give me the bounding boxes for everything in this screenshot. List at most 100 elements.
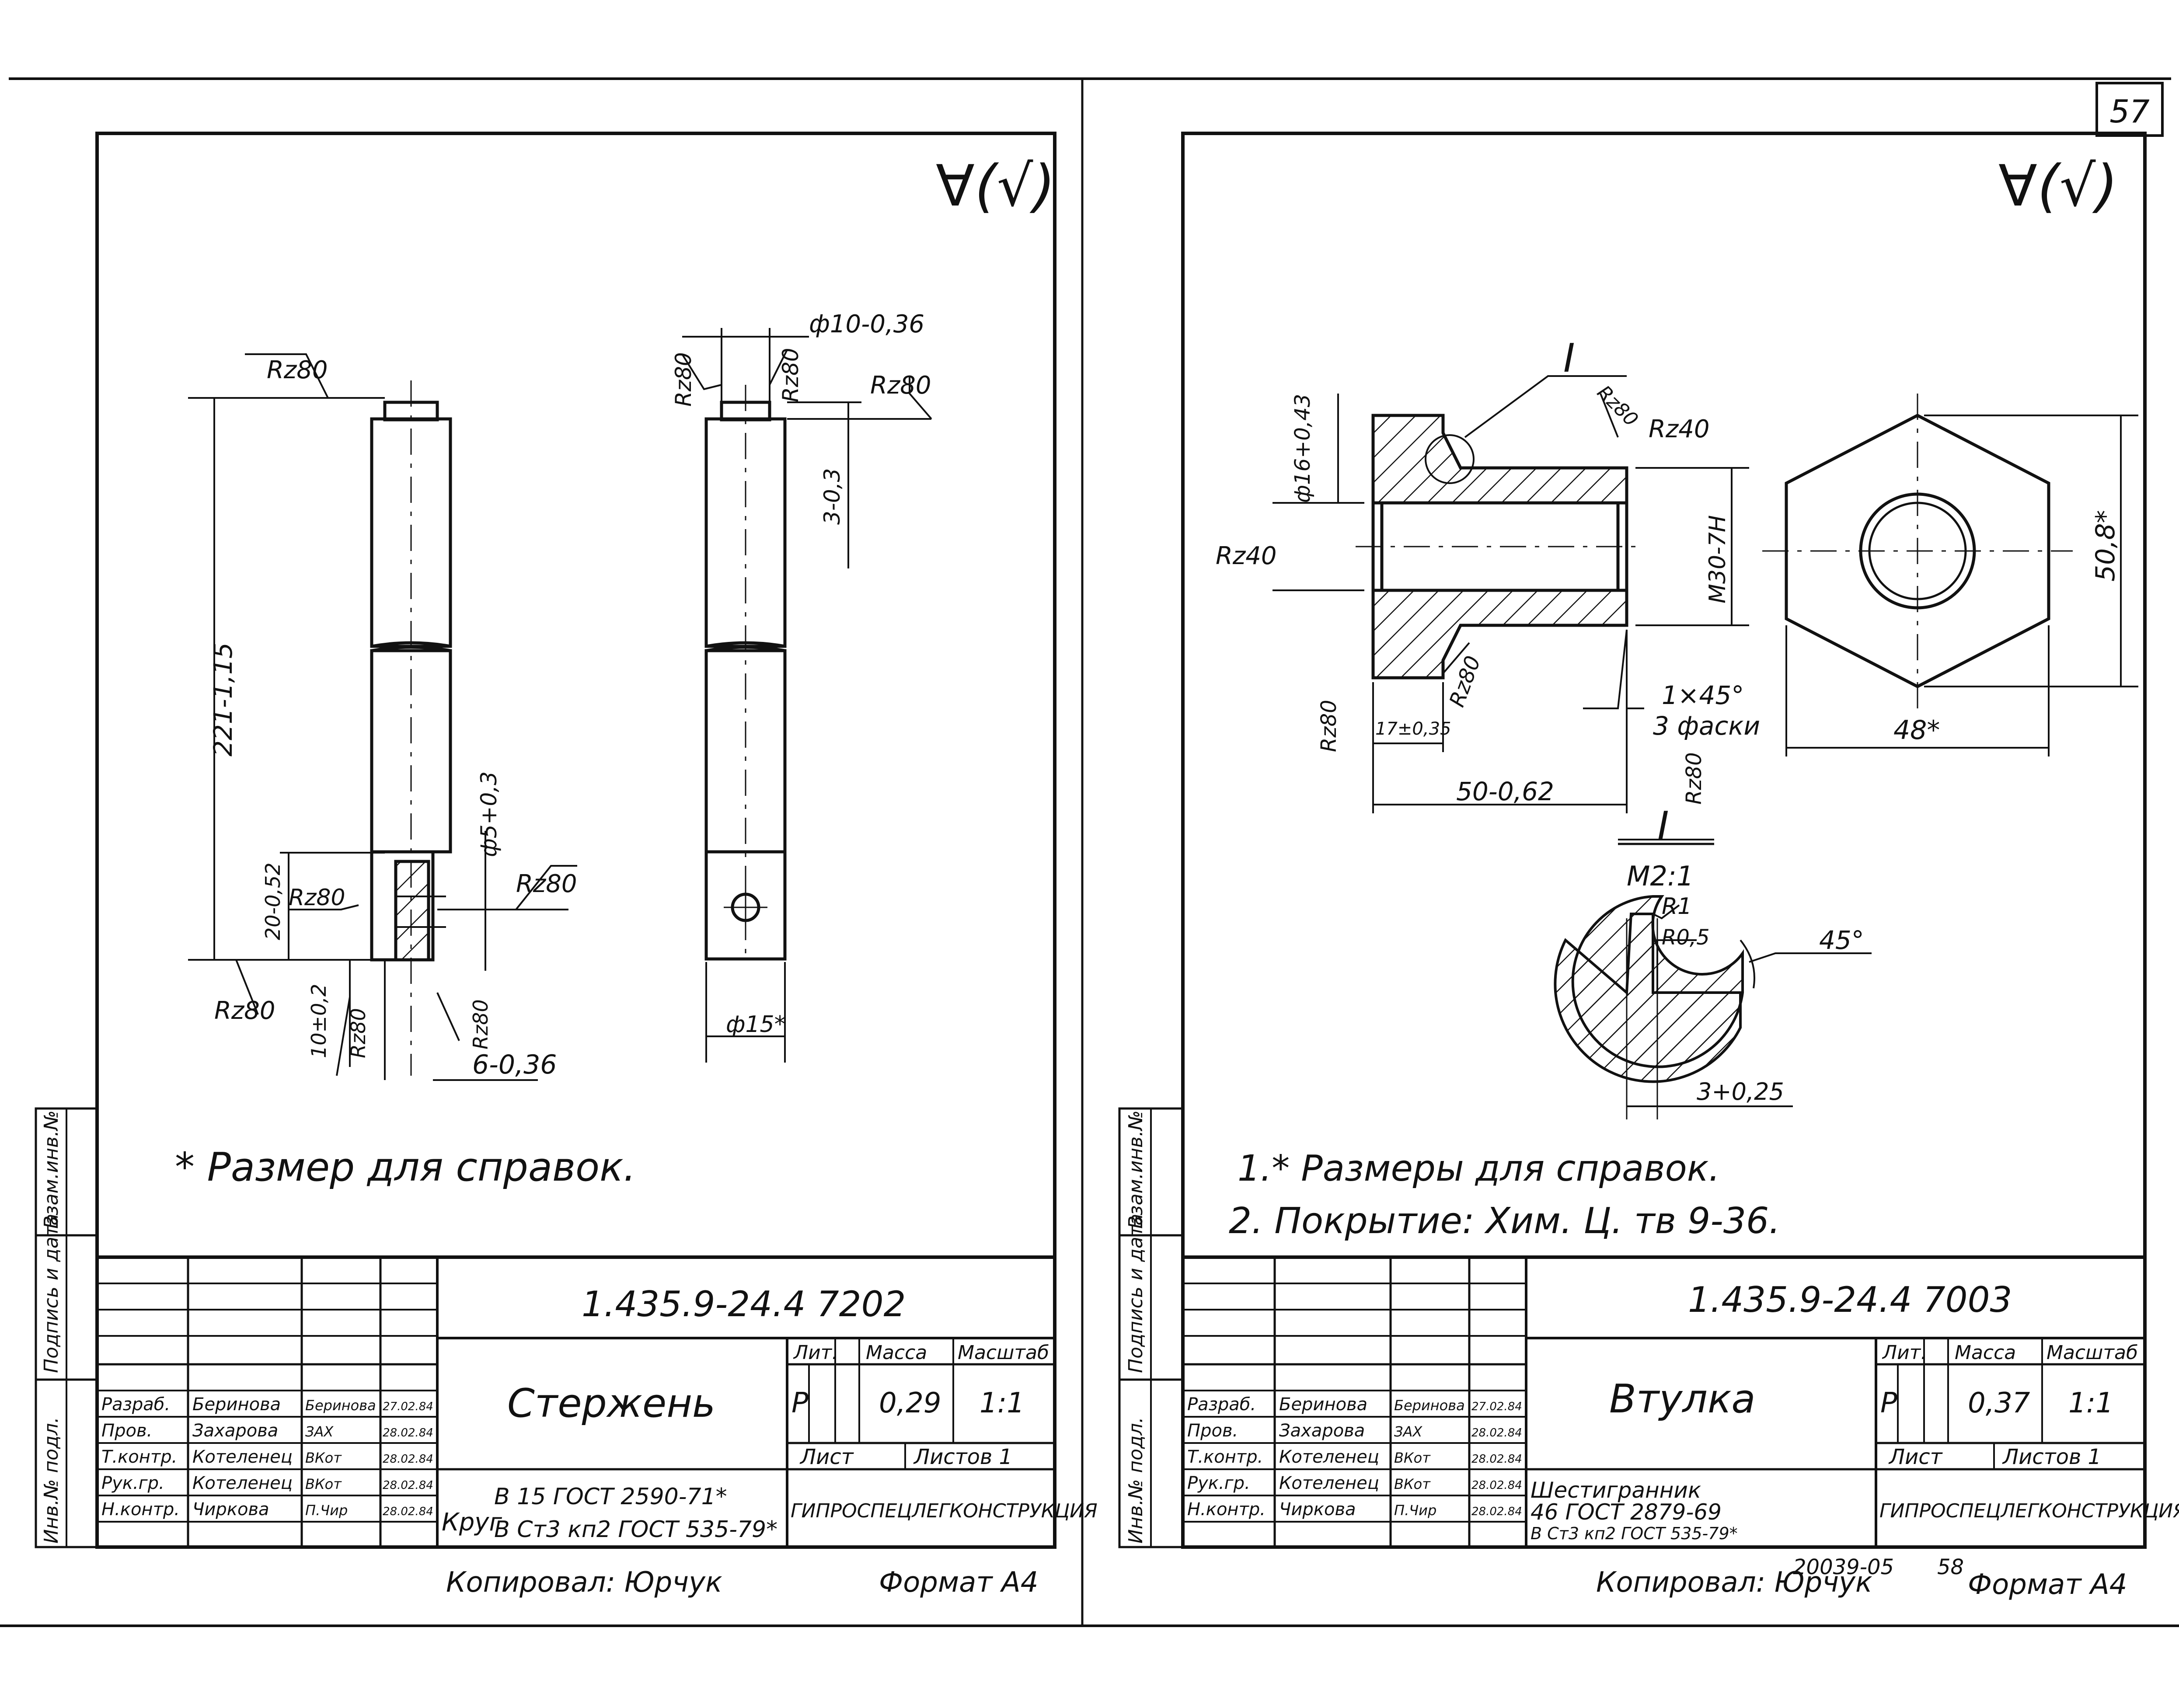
right-row-role-3: Рук.гр.: [1187, 1473, 1250, 1493]
left-row-role-1: Пров.: [101, 1421, 152, 1441]
left-row-name-4: Чиркова: [192, 1499, 269, 1520]
left-col-lit: Лит.: [793, 1342, 838, 1364]
left-mass-value: 0,29: [879, 1387, 941, 1419]
left-part-name: Стержень: [507, 1380, 715, 1426]
scan-footer-page: 58: [1937, 1555, 1964, 1579]
left-title-block: [95, 1255, 1056, 1549]
left-side-label-2: Подпись и дата: [40, 1214, 63, 1373]
left-col-mass: Масса: [866, 1342, 927, 1364]
left-sheet: Взам.инв.№ Подпись и дата Инв.№ подл. ∀(…: [35, 132, 1098, 1599]
left-row-sign-3: ВКот: [305, 1476, 342, 1492]
left-row-role-2: Т.контр.: [101, 1447, 177, 1467]
dim-width-48: 48*: [1893, 715, 1940, 746]
dim-section-mark: I: [1563, 335, 1575, 381]
right-row-date-3: 28.02.84: [1471, 1479, 1522, 1492]
left-row-role-3: Рук.гр.: [101, 1473, 164, 1493]
dim-rz80-b1: Rz80: [346, 1008, 370, 1058]
dim-width-6: 6-0,36: [472, 1049, 557, 1080]
left-signature-rows: Разраб. Беринова Беринова 27.02.84 Пров.…: [101, 1394, 433, 1520]
page-number-box: [2095, 82, 2164, 137]
dim-rz80-left: Rz80: [1317, 700, 1341, 752]
right-lit-value: Р: [1880, 1387, 1897, 1419]
left-row-role-0: Разраб.: [101, 1394, 170, 1415]
right-row-sign-2: ВКот: [1394, 1450, 1431, 1466]
dim-dia-15: ф15*: [726, 1011, 786, 1038]
dim-thread: М30-7Н: [1705, 515, 1731, 603]
right-sheet-label: Лист: [1888, 1445, 1943, 1469]
dim-rz80-lower: Rz80: [289, 885, 345, 911]
dim-dia-5: ф5+0,3: [476, 771, 502, 857]
dim-rz80-top: Rz80: [267, 356, 328, 384]
left-material-2: В Ст3 кп2 ГОСТ 535-79*: [494, 1516, 777, 1543]
right-format: Формат А4: [1968, 1569, 2127, 1601]
left-lit-value: Р: [791, 1387, 809, 1419]
right-row-name-4: Чиркова: [1279, 1499, 1356, 1520]
sleeve-end-view: [1762, 394, 2138, 756]
right-row-role-2: Т.контр.: [1187, 1447, 1263, 1467]
right-sheet: Взам.инв.№ Подпись и дата Инв.№ подл. ∀(…: [1118, 132, 2179, 1601]
left-org: ГИПРОСПЕЦЛЕГКОНСТРУКЦИЯ: [791, 1500, 1098, 1522]
dim-chamfer-1: 1×45°: [1662, 680, 1744, 710]
page-number: 57: [2109, 93, 2150, 130]
left-side-label-1: Взам.инв.№: [40, 1110, 63, 1229]
right-sheets-label: Листов 1: [2002, 1445, 2101, 1469]
dim-detail-scale: М2:1: [1627, 860, 1694, 892]
dim-len-3: 3-0,3: [819, 468, 845, 525]
right-row-sign-0: Беринова: [1394, 1397, 1465, 1414]
right-doc-code: 1.435.9-24.4 7003: [1688, 1279, 2012, 1320]
right-row-role-1: Пров.: [1187, 1421, 1238, 1441]
right-mass-value: 0,37: [1968, 1387, 2030, 1419]
left-row-date-2: 28.02.84: [383, 1453, 433, 1466]
dim-rz80-c: Rz80: [1445, 653, 1486, 711]
dim-rz40-a: Rz40: [1649, 415, 1710, 443]
left-scale-value: 1:1: [980, 1387, 1025, 1419]
rod-side-view: [704, 385, 787, 962]
right-note-1: 1.* Размеры для справок.: [1238, 1148, 1720, 1189]
right-row-name-0: Беринова: [1279, 1394, 1367, 1415]
left-row-name-1: Захарова: [192, 1421, 278, 1441]
dim-rz80-left-bottom: Rz80: [214, 997, 275, 1025]
left-sheets-label: Листов 1: [913, 1445, 1012, 1469]
right-org: ГИПРОСПЕЦЛЕГКОНСТРУКЦИЯ: [1879, 1500, 2179, 1522]
left-row-date-3: 28.02.84: [383, 1479, 433, 1492]
dim-rz80-mid: Rz80: [516, 870, 577, 898]
right-side-label-1: Взам.инв.№: [1125, 1110, 1147, 1229]
right-note-2: 2. Покрытие: Хим. Ц. тв 9-36.: [1229, 1200, 1780, 1242]
right-row-date-2: 28.02.84: [1471, 1453, 1522, 1466]
rod-front-view: [370, 380, 452, 1076]
right-row-role-0: Разраб.: [1187, 1394, 1256, 1415]
left-sheet-label: Лист: [799, 1445, 854, 1469]
right-row-date-4: 28.02.84: [1471, 1505, 1522, 1518]
dim-angle-45: 45°: [1819, 925, 1864, 955]
right-side-label-2: Подпись и дата: [1125, 1214, 1147, 1373]
right-roughness-sign: ∀(√): [1998, 153, 2118, 219]
right-row-date-0: 27.02.84: [1471, 1400, 1522, 1413]
dim-r05: R0,5: [1662, 925, 1710, 950]
left-format: Формат А4: [879, 1566, 1039, 1599]
dim-rz40-b: Rz40: [1216, 542, 1277, 570]
right-signature-rows: Разраб. Беринова Беринова 27.02.84 Пров.…: [1187, 1394, 1522, 1520]
right-row-sign-3: ВКот: [1394, 1476, 1431, 1492]
right-row-sign-1: ЗАХ: [1394, 1423, 1422, 1440]
right-copied-by: Копировал: Юрчук: [1596, 1566, 1872, 1599]
sleeve-section-view: [1356, 414, 1644, 680]
left-row-date-4: 28.02.84: [383, 1505, 433, 1518]
dim-len-50: 50-0,62: [1456, 777, 1554, 806]
dim-len-17: 17±0,35: [1375, 719, 1451, 739]
dim-across-flats: 50,8*: [2090, 510, 2121, 582]
dim-section-mark-2: I: [1657, 803, 1669, 849]
right-row-name-1: Захарова: [1279, 1421, 1365, 1441]
right-row-name-2: Котеленец: [1279, 1447, 1379, 1467]
right-material-2: 46 ГОСТ 2879-69: [1531, 1499, 1722, 1525]
left-row-role-4: Н.контр.: [101, 1499, 180, 1520]
dim-length-221: 221-1,15: [208, 642, 238, 756]
left-row-name-3: Котеленец: [192, 1473, 293, 1493]
left-row-sign-2: ВКот: [305, 1450, 342, 1466]
dim-chamfer-2: 3 фаски: [1653, 711, 1760, 741]
right-scale-value: 1:1: [2068, 1387, 2113, 1419]
scan-footer-code: 20039-05: [1793, 1555, 1894, 1579]
left-roughness-sign: ∀(√): [936, 153, 1055, 219]
left-material-1: В 15 ГОСТ 2590-71*: [494, 1484, 727, 1510]
left-row-name-0: Беринова: [192, 1394, 281, 1415]
